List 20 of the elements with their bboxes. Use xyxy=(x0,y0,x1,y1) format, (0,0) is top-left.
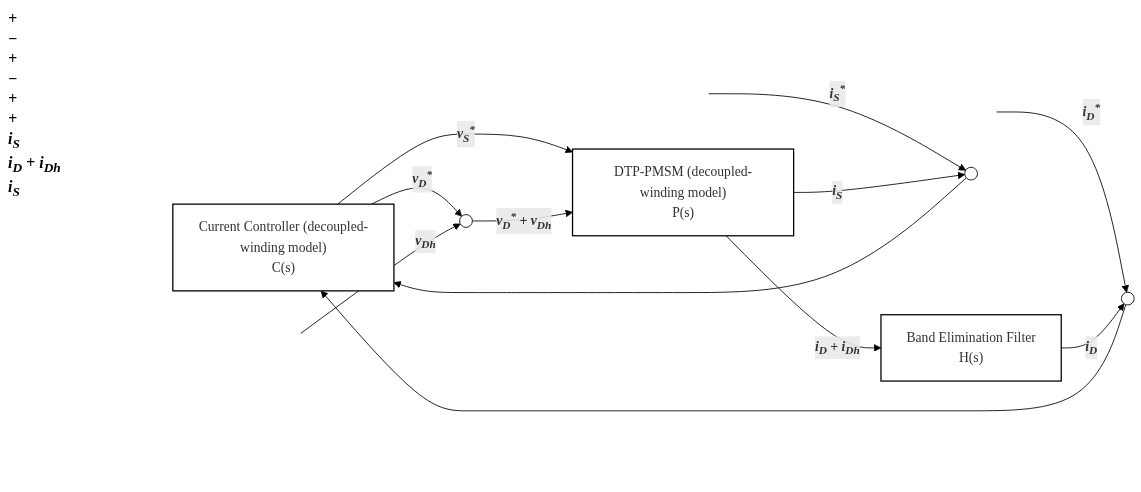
signal-label: i$_{S}$ xyxy=(8,130,21,153)
node-circle xyxy=(964,167,978,181)
sign-label: − xyxy=(8,70,19,88)
edge-label: i$_{S}$ xyxy=(832,183,843,202)
sign-label: + xyxy=(8,90,19,108)
node-circle xyxy=(1121,291,1135,306)
node-circle xyxy=(459,214,473,228)
node-box: Band Elimination Filter H(s) xyxy=(880,314,1062,382)
edge-label: v$_{D}$$^{*}$ + v$_{Dh}$ xyxy=(496,209,552,232)
node-box: Current Controller (decoupled-winding model) C(s) xyxy=(172,203,395,292)
edge-label: i$_{D}$ + i$_{Dh}$ xyxy=(814,339,860,358)
signal-label: i$_{D}$ + i$_{Dh}$ xyxy=(8,154,62,177)
sign-label: + xyxy=(8,10,19,28)
edge-label: v$_{Dh}$ xyxy=(415,232,436,251)
sign-label: + xyxy=(8,50,19,68)
sign-label: + xyxy=(8,110,19,128)
sign-label: − xyxy=(8,30,19,48)
signal-label: i$_{S}$ xyxy=(8,178,21,201)
node-box: DTP-PMSM (decoupled-winding model) P(s) xyxy=(571,148,795,237)
edge-label: i$_{D}$ xyxy=(1085,339,1098,358)
